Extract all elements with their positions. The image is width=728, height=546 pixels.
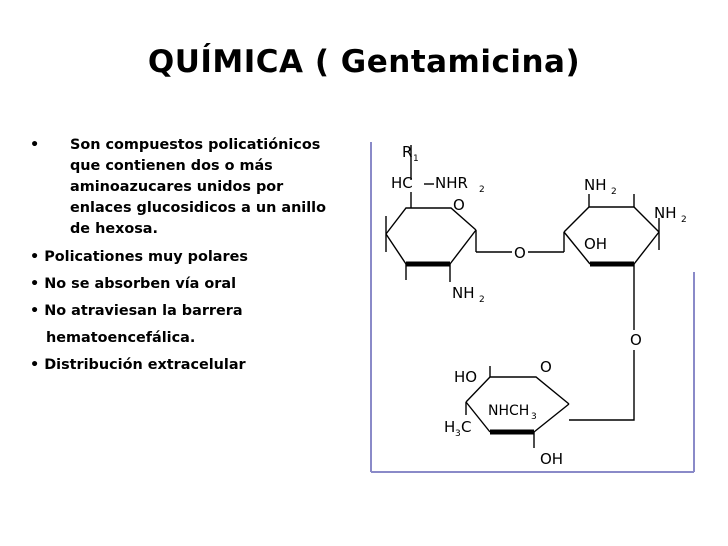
sub-bullet-item: • Policationes muy polares: [30, 249, 248, 265]
ring-c-top: [465, 376, 570, 405]
nh2-a-label: NH: [452, 284, 475, 302]
nh2-a-subscript: 2: [479, 295, 485, 305]
nhr-subscript: 2: [479, 185, 485, 195]
h3c-h: H: [444, 418, 455, 436]
nh2-b2-label: NH: [654, 204, 677, 222]
ring-b: [563, 194, 660, 330]
main-bullet: • Son compuestos policatiónicos que cont…: [30, 135, 350, 240]
ring-c-left-lower: [465, 401, 491, 433]
ring-b-top: [563, 206, 660, 233]
ring-a: [385, 145, 512, 282]
bullet-marker: •: [30, 137, 40, 153]
oh-c-label: OH: [540, 450, 563, 468]
nhch3-subscript: 3: [531, 412, 537, 422]
link-2-bottom: [569, 350, 635, 421]
ring-c-oxygen: O: [540, 358, 552, 376]
oh-b-label: OH: [584, 235, 607, 253]
sub-bullet-item: • No atraviesan la barrera: [30, 303, 243, 319]
sub-bullet-item: • No se absorben vía oral: [30, 276, 237, 292]
main-bullet-line: que contienen dos o más: [70, 158, 273, 174]
h3c-label: H 3 C: [444, 418, 471, 439]
main-bullet-line: aminoazucares unidos por: [70, 179, 284, 195]
ring-b-right-lower: [633, 231, 660, 265]
ring-a-left-lower: [385, 233, 407, 265]
slide-title: QUÍMICA ( Gentamicina): [147, 44, 581, 80]
link-2-oxygen: O: [630, 331, 642, 349]
sub-bullet-item: hematoencefálica.: [46, 330, 196, 346]
main-bullet-text: Son compuestos policatiónicos que contie…: [70, 135, 350, 240]
ring-a-top: [385, 207, 477, 235]
main-bullet-line: de hexosa.: [70, 221, 158, 237]
nhch3-label: NHCH: [488, 403, 529, 419]
ring-c: [465, 366, 570, 448]
h3c-subscript: 3: [455, 429, 461, 439]
link-1-oxygen: O: [514, 244, 526, 262]
r1-subscript: 1: [413, 154, 419, 164]
gentamicin-structure-figure: R 1 HC NHR 2 O NH 2 O NH 2 NH 2 OH O: [364, 132, 700, 474]
ring-c-right-lower: [533, 403, 570, 433]
nh2-b1-label: NH: [584, 176, 607, 194]
ho-c-label: HO: [454, 368, 477, 386]
ring-b-left-lower: [563, 231, 591, 265]
main-bullet-line: Son compuestos policatiónicos: [70, 137, 321, 153]
nh2-b2-subscript: 2: [681, 215, 687, 225]
main-bullet-line: enlaces glucosidicos a un anillo: [70, 200, 326, 216]
ring-a-right-lower: [449, 229, 477, 265]
bullet-content: • Son compuestos policatiónicos que cont…: [30, 135, 350, 379]
nhr-label: NHR: [435, 174, 468, 192]
sub-bullet-item: • Distribución extracelular: [30, 357, 246, 373]
nh2-b1-subscript: 2: [611, 187, 617, 197]
r1-label: R: [402, 143, 412, 161]
sub-bullets: • Policationes muy polares • No se absor…: [30, 244, 350, 379]
ring-a-oxygen: O: [453, 196, 465, 214]
hc-label: HC: [391, 174, 413, 192]
h3c-c: C: [461, 418, 471, 436]
chemical-structure-diagram: R 1 HC NHR 2 O NH 2 O NH 2 NH 2 OH O: [370, 142, 695, 473]
